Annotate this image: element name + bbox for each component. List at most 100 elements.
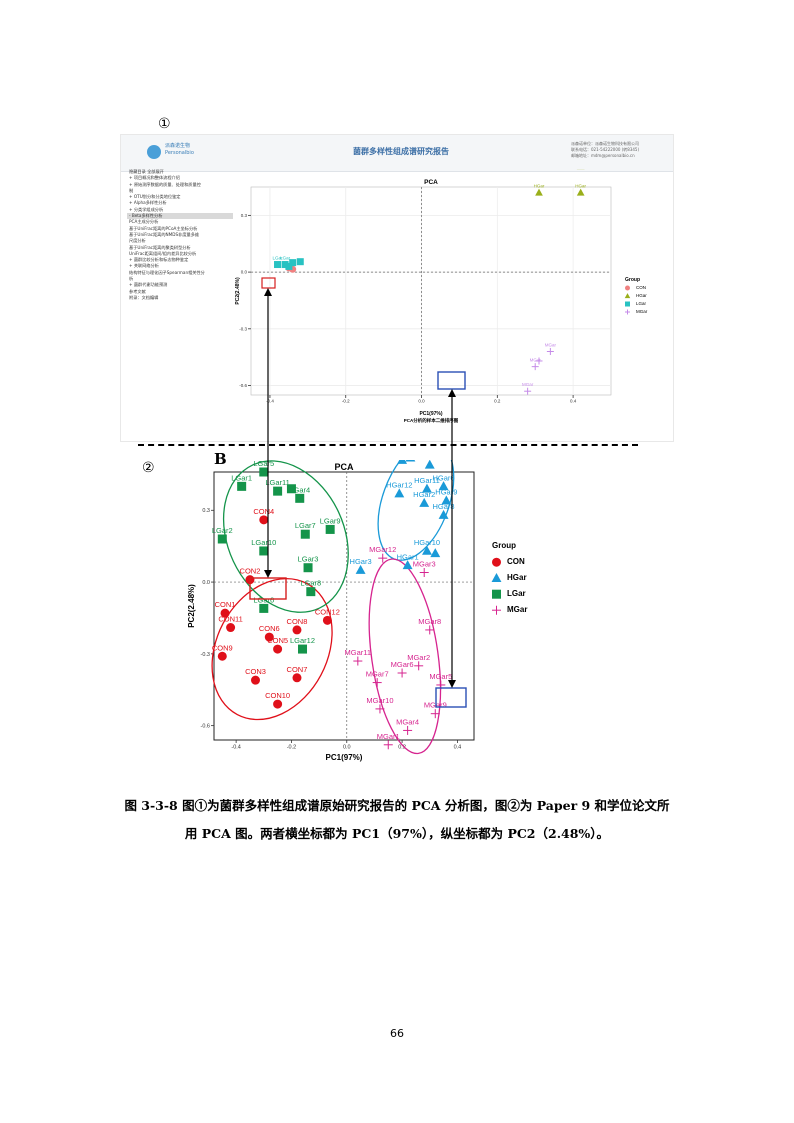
legend-item-mgar: MGar bbox=[507, 605, 527, 614]
point-label: LGar5 bbox=[253, 460, 274, 468]
contact-line: 联系电话：021-54222000 (转8345) bbox=[571, 147, 640, 152]
point-label: LGar6 bbox=[253, 595, 274, 604]
group-ellipse bbox=[368, 558, 442, 755]
legend-marker-hgar bbox=[491, 573, 502, 583]
point-label: LGar10 bbox=[251, 538, 276, 547]
point-label: LGar11 bbox=[265, 478, 289, 487]
x-axis-label: PC1(97%) bbox=[326, 753, 363, 762]
sidebar-item[interactable]: 尺度分析 bbox=[129, 238, 146, 244]
sidebar-item[interactable]: + 原始测序数据的质量、处理和质量控 bbox=[129, 181, 201, 187]
sidebar-item[interactable]: + 项目概况和整体流程介绍 bbox=[129, 175, 180, 181]
sidebar-item[interactable]: + Alpha多样性分析 bbox=[129, 200, 167, 206]
sidebar-item[interactable]: UniFrac距离组间/组内差异比较分析 bbox=[129, 250, 197, 256]
sidebar-item[interactable]: + 分类学组成分析 bbox=[129, 206, 164, 212]
highlight-box-mgar-top bbox=[437, 371, 466, 390]
point-label: HGar12 bbox=[386, 481, 412, 490]
sidebar-item[interactable]: 隐藏目录 全部展开 bbox=[129, 169, 164, 174]
legend-item-hgar: HGar bbox=[507, 573, 527, 582]
data-point-hgar bbox=[405, 460, 416, 462]
point-label: LGar1 bbox=[231, 473, 252, 482]
point-label: MGar12 bbox=[369, 545, 396, 554]
data-point-mgar bbox=[414, 661, 424, 671]
sidebar-item[interactable]: + 菌群代谢功能预测 bbox=[129, 282, 168, 288]
point-label: CON8 bbox=[287, 617, 308, 626]
data-point-lgar bbox=[274, 261, 282, 269]
point-label: CON9 bbox=[212, 643, 233, 652]
data-point-con bbox=[322, 615, 332, 625]
data-point-lgar bbox=[285, 262, 293, 270]
point-label: HGar6 bbox=[433, 473, 455, 482]
x-tick-label: 0.4 bbox=[570, 399, 577, 404]
point-label: HGar4 bbox=[419, 460, 441, 461]
data-point-mgar bbox=[546, 348, 554, 356]
data-point-mgar bbox=[524, 387, 532, 395]
data-point-hgar bbox=[419, 497, 430, 507]
sidebar-item[interactable]: PCA主成分分析 bbox=[129, 219, 159, 225]
data-point-hgar bbox=[394, 488, 405, 498]
y-axis-label: PC2(2.48%) bbox=[187, 584, 196, 628]
data-point-lgar bbox=[296, 258, 304, 266]
point-label: LGar7 bbox=[295, 521, 316, 530]
point-label: LGar12 bbox=[290, 636, 315, 645]
point-label: HGar bbox=[534, 184, 545, 189]
point-label: LGar9 bbox=[320, 516, 341, 525]
group-ellipse bbox=[211, 577, 333, 721]
data-point-con bbox=[292, 625, 302, 635]
sidebar-item[interactable]: 附录：文档编辑 bbox=[129, 294, 159, 300]
legend-marker-con bbox=[492, 557, 501, 567]
data-point-lgar bbox=[259, 603, 269, 613]
sidebar-item[interactable]: + 关联网络分析 bbox=[129, 263, 159, 269]
report-screenshot: 派森诺生物 Personalbio 菌群多样性组成谱研究报告 派森诺单位：派森诺… bbox=[120, 134, 674, 442]
data-point-con bbox=[250, 675, 260, 685]
point-label: LGar4 bbox=[289, 485, 310, 494]
sidebar-item[interactable]: + 菌群比较分析和标志物种鉴定 bbox=[129, 257, 189, 263]
data-point-lgar bbox=[273, 486, 283, 496]
highlight-box-mgar-bottom bbox=[435, 687, 467, 708]
point-label: MGar11 bbox=[345, 648, 372, 657]
sidebar-item[interactable]: 制 bbox=[129, 187, 134, 193]
legend-marker-con bbox=[625, 285, 630, 291]
sidebar-item[interactable]: 基于UniFrac距离的聚类树型分析 bbox=[129, 244, 191, 250]
point-label: HGar3 bbox=[350, 557, 372, 566]
sidebar-item[interactable]: + OTU划分和分类地位鉴定 bbox=[129, 194, 181, 200]
report-header: 派森诺生物 Personalbio 菌群多样性组成谱研究报告 派森诺单位：派森诺… bbox=[121, 135, 673, 172]
data-point-lgar bbox=[298, 644, 308, 654]
legend-marker-lgar bbox=[492, 589, 501, 599]
sidebar-item[interactable]: 参考文献 bbox=[129, 288, 146, 294]
data-point-mgar bbox=[372, 678, 382, 688]
data-point-lgar bbox=[286, 484, 296, 494]
legend-marker-hgar bbox=[624, 293, 631, 299]
y-tick-label: -0.3 bbox=[239, 326, 247, 331]
point-label: MGar3 bbox=[413, 560, 436, 569]
data-point-lgar bbox=[306, 587, 316, 597]
point-label: LGar bbox=[280, 256, 291, 261]
data-point-lgar bbox=[303, 563, 313, 573]
data-point-lgar bbox=[289, 259, 297, 267]
panel-label-b: B bbox=[214, 450, 227, 468]
sidebar-item[interactable]: 基于UniFrac距离的PCoA主坐标分析 bbox=[129, 225, 198, 231]
y-axis-label: PC2(2.48%) bbox=[235, 277, 241, 305]
sidebar-item[interactable]: 基于UniFrac距离的NMDS非度量多维 bbox=[129, 231, 200, 237]
data-point-lgar bbox=[281, 261, 289, 269]
sidebar-item[interactable]: 结构特征与理化因子Spearman相关性分 bbox=[129, 269, 205, 275]
data-point-lgar bbox=[237, 481, 247, 491]
y-tick-label: -0.6 bbox=[201, 724, 210, 730]
contact-line: 邮箱地址：mdm@personalbio.cn bbox=[571, 153, 635, 158]
point-label: CON7 bbox=[287, 665, 308, 674]
data-point-hgar bbox=[402, 560, 413, 570]
point-label: HGar2 bbox=[413, 490, 435, 499]
point-label: LGar bbox=[273, 256, 284, 261]
data-point-mgar bbox=[353, 656, 363, 666]
y-tick-label: 0.3 bbox=[241, 213, 248, 218]
y-tick-label: 0.3 bbox=[202, 508, 210, 514]
sidebar-item[interactable]: - Beta多样性分析 bbox=[127, 213, 233, 220]
point-label: LGar8 bbox=[300, 579, 321, 588]
group-ellipse bbox=[222, 460, 349, 613]
plot-panel bbox=[213, 471, 475, 741]
sidebar-item[interactable]: 析 bbox=[129, 276, 134, 282]
x-tick-label: 0.0 bbox=[418, 399, 425, 404]
